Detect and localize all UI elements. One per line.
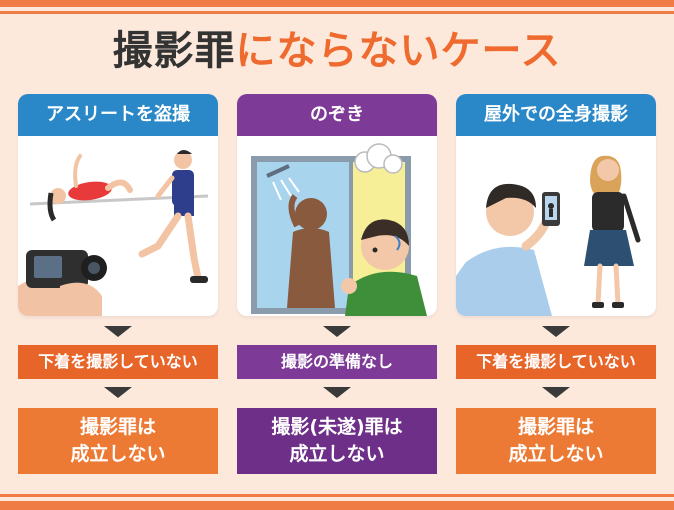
case-result-peeping: 撮影(未遂)罪は 成立しない [237, 408, 437, 474]
case-column-peeping: のぞき 撮影の準備なし 撮影(未遂) [237, 94, 437, 474]
arrow-down-icon [104, 326, 132, 337]
top-stripe-thin [0, 11, 674, 14]
case-card-athlete: アスリートを盗撮 [18, 94, 218, 316]
page-title: 撮影罪にならないケース [0, 22, 674, 80]
case-result-line2: 成立しない [508, 443, 604, 465]
case-header-outdoor: 屋外での全身撮影 [456, 94, 656, 136]
case-header-peeping: のぞき [237, 94, 437, 136]
case-condition-peeping: 撮影の準備なし [237, 345, 437, 379]
case-result-line2: 成立しない [289, 443, 385, 465]
case-header-athlete: アスリートを盗撮 [18, 94, 218, 136]
bottom-stripe-thick [0, 501, 674, 510]
bottom-stripe-thin [0, 494, 674, 497]
peeping-illustration [251, 143, 427, 316]
outdoor-illustration [456, 155, 641, 316]
case-result-outdoor: 撮影罪は 成立しない [456, 408, 656, 474]
case-column-outdoor: 屋外での全身撮影 下着を撮影していない 撮影罪は 成立しない [456, 94, 656, 474]
arrow-down-icon [323, 326, 351, 337]
arrow-down-icon [104, 387, 132, 398]
case-result-line1: 撮影罪は [79, 416, 156, 438]
title-part-1: 撮影罪 [112, 28, 236, 74]
case-card-peeping: のぞき [237, 94, 437, 316]
title-part-2: にならないケース [235, 28, 562, 74]
case-card-outdoor: 屋外での全身撮影 [456, 94, 656, 316]
athlete-illustration [18, 150, 209, 316]
top-stripe-thick [0, 0, 674, 7]
case-result-line1: 撮影罪は [517, 416, 594, 438]
case-result-line1: 撮影(未遂)罪は [271, 416, 403, 438]
arrow-down-icon [542, 387, 570, 398]
arrow-down-icon [323, 387, 351, 398]
case-condition-athlete: 下着を撮影していない [18, 345, 218, 379]
case-column-athlete: アスリートを盗撮 下着を撮影 [18, 94, 218, 474]
arrow-down-icon [542, 326, 570, 337]
case-result-line2: 成立しない [70, 443, 166, 465]
case-result-athlete: 撮影罪は 成立しない [18, 408, 218, 474]
case-condition-outdoor: 下着を撮影していない [456, 345, 656, 379]
